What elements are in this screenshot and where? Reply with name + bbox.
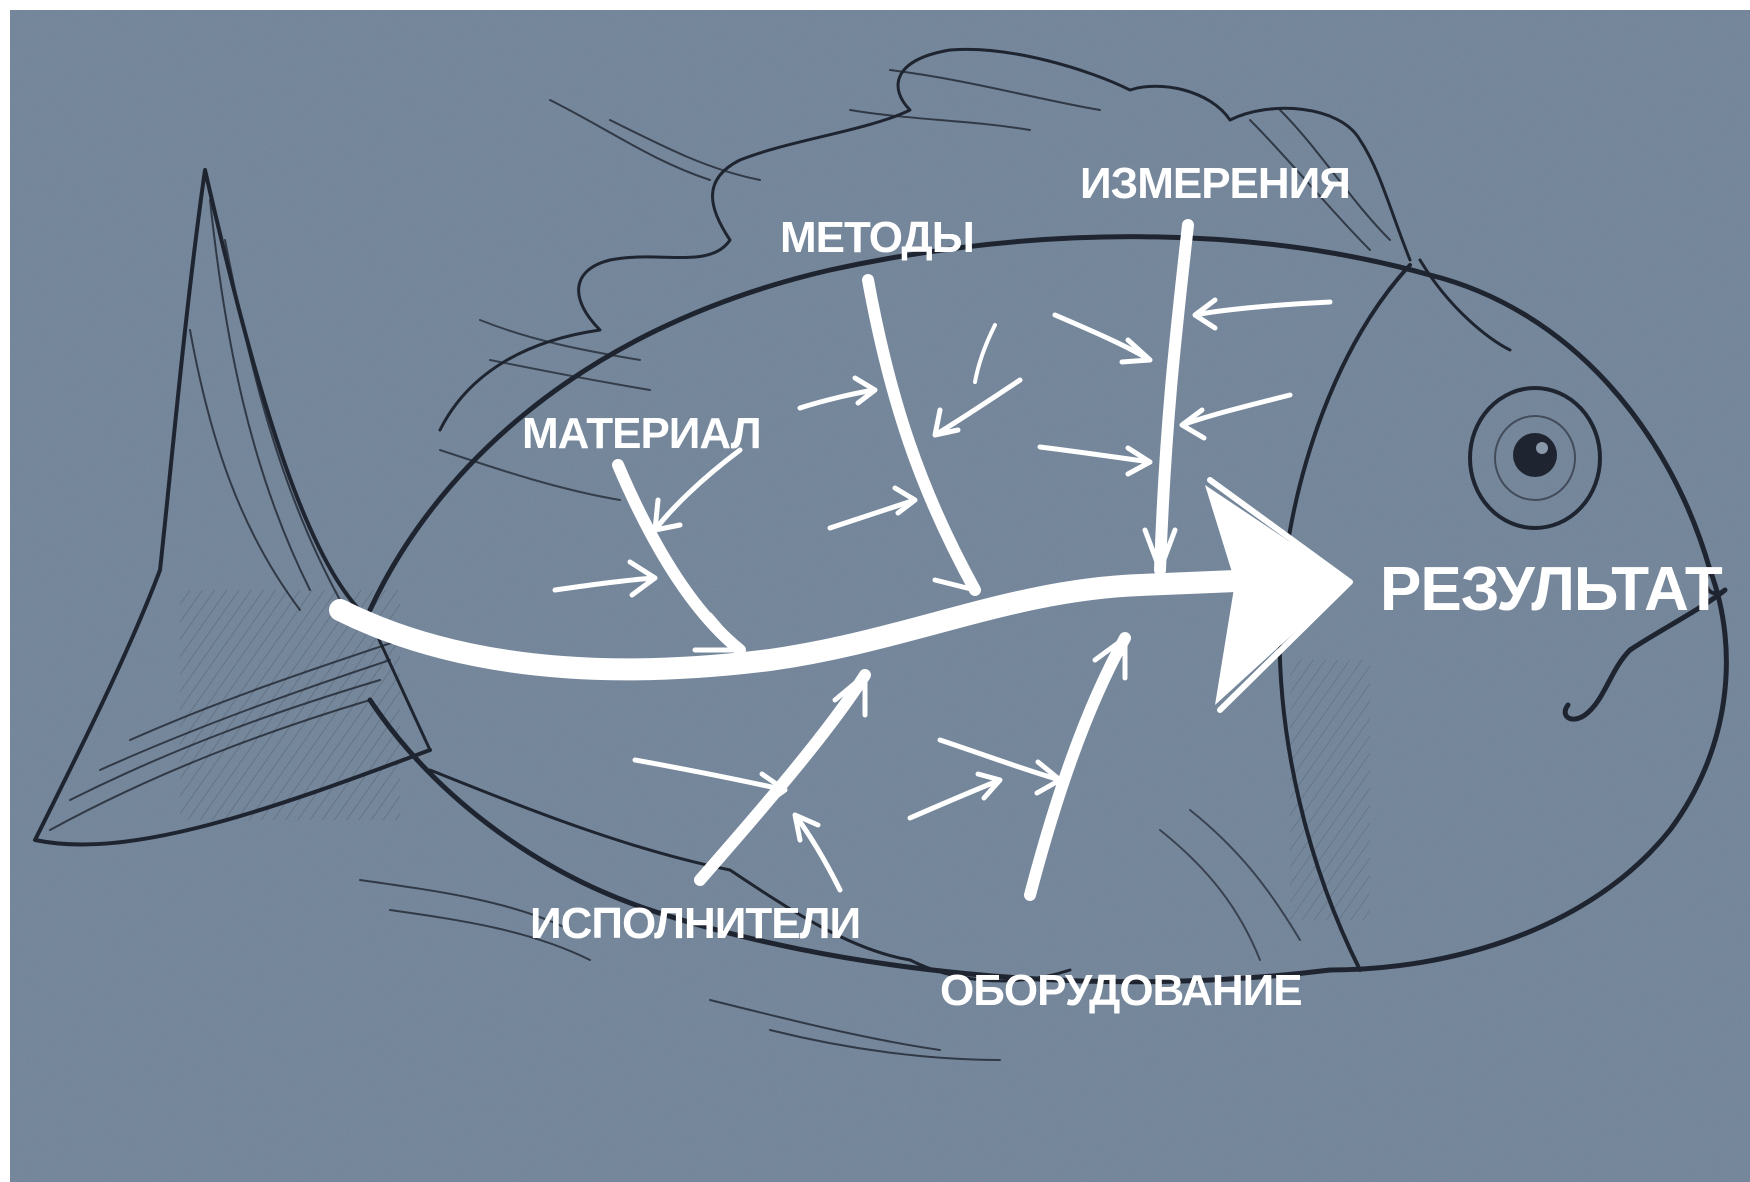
label-result: РЕЗУЛЬТАТ <box>1380 555 1723 624</box>
label-measurements: ИЗМЕРЕНИЯ <box>1080 159 1350 208</box>
label-material: МАТЕРИАЛ <box>522 409 761 458</box>
label-methods: МЕТОДЫ <box>780 213 974 262</box>
label-performers: ИСПОЛНИТЕЛИ <box>530 899 860 948</box>
fishbone-illustration: МАТЕРИАЛ МЕТОДЫ ИЗМЕРЕНИЯ РЕЗУЛЬТАТ ИСПО… <box>10 10 1750 1182</box>
label-equipment: ОБОРУДОВАНИЕ <box>940 966 1302 1015</box>
fishbone-diagram: МАТЕРИАЛ МЕТОДЫ ИЗМЕРЕНИЯ РЕЗУЛЬТАТ ИСПО… <box>10 10 1750 1182</box>
